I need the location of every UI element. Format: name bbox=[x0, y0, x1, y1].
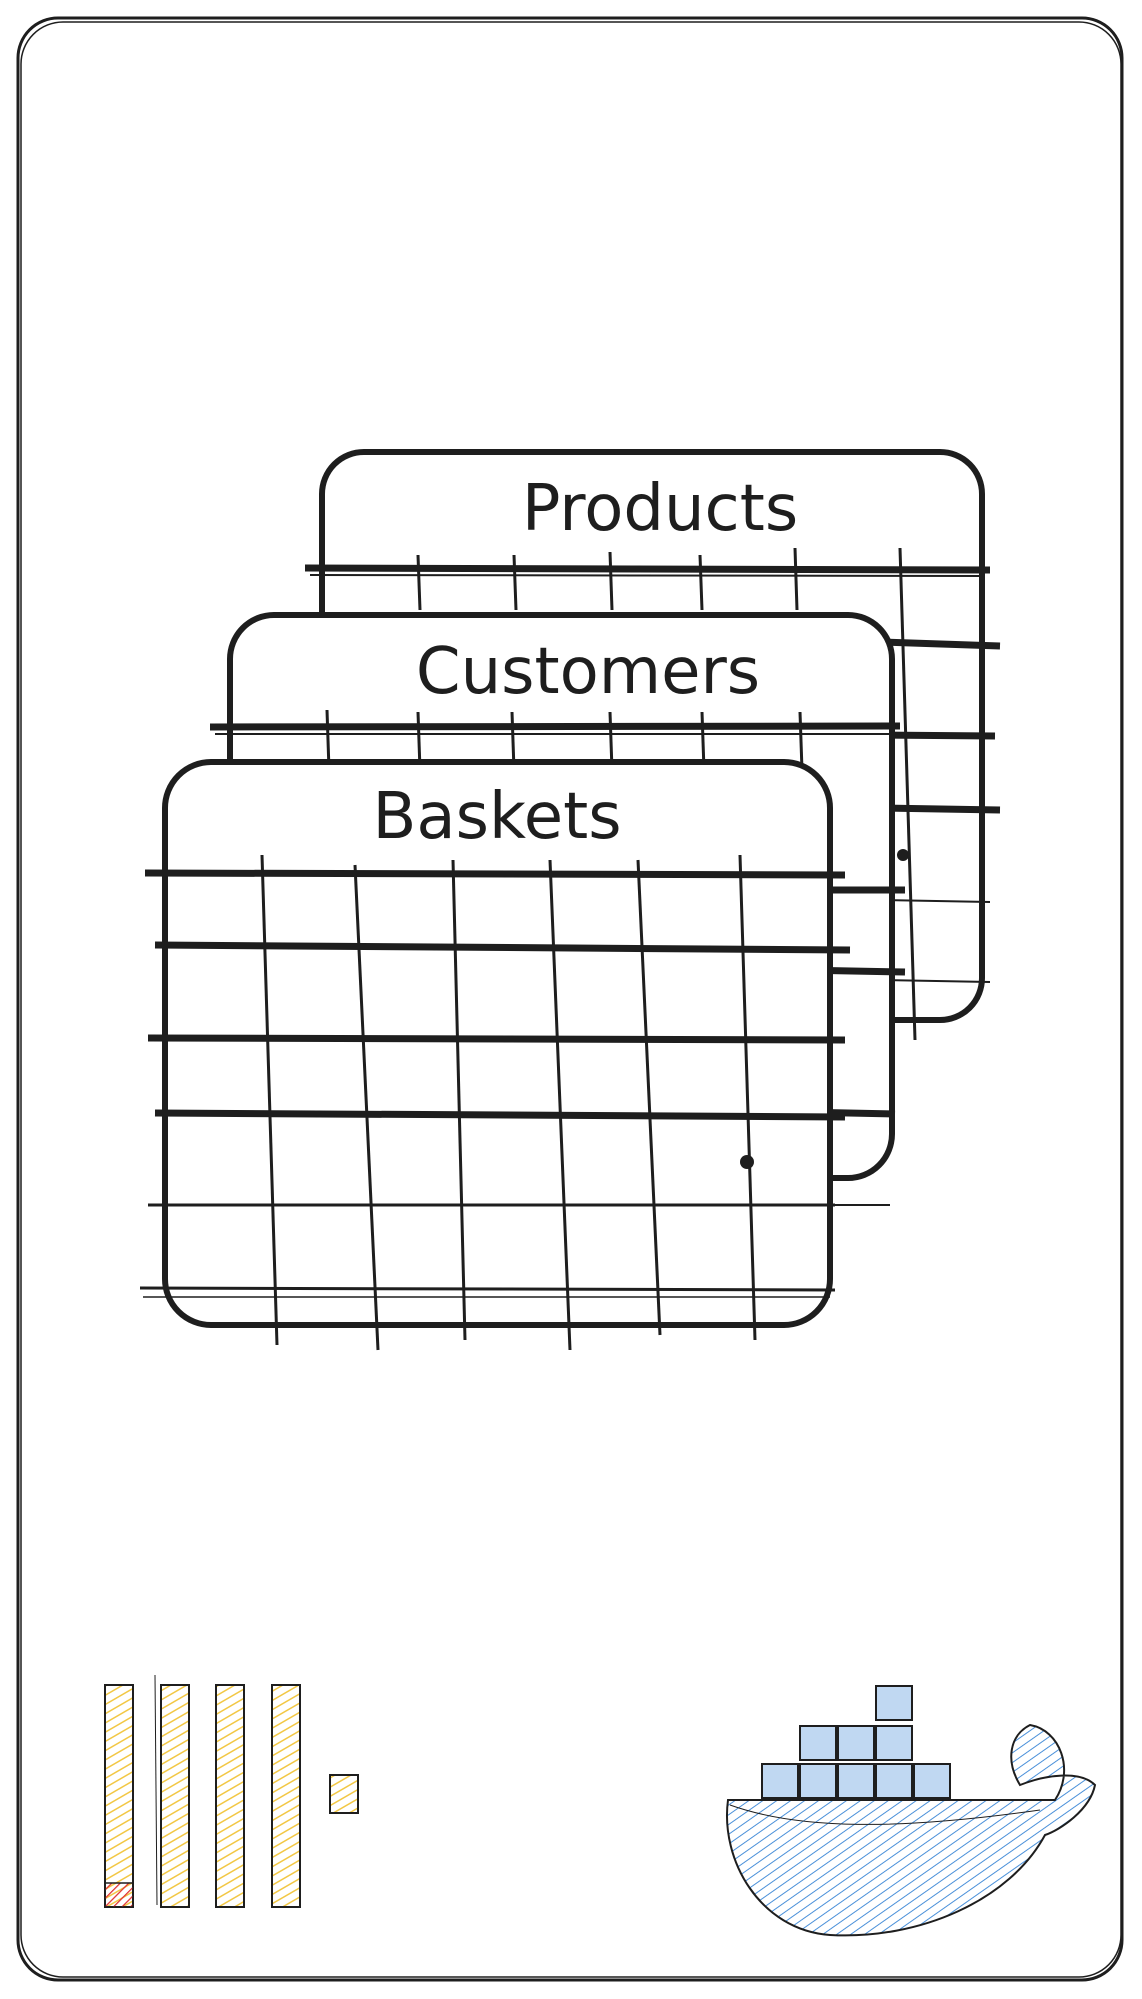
table-baskets-title: Baskets bbox=[372, 780, 621, 854]
docker-whale-icon bbox=[726, 1685, 1097, 1937]
table-baskets-card bbox=[162, 759, 833, 1328]
yellow-bars-logo-icon bbox=[104, 1674, 359, 1908]
table-baskets: Baskets bbox=[139, 759, 851, 1351]
table-customers-title: Customers bbox=[416, 635, 760, 709]
table-products-title: Products bbox=[522, 472, 798, 546]
outer-frame bbox=[16, 16, 1124, 1982]
